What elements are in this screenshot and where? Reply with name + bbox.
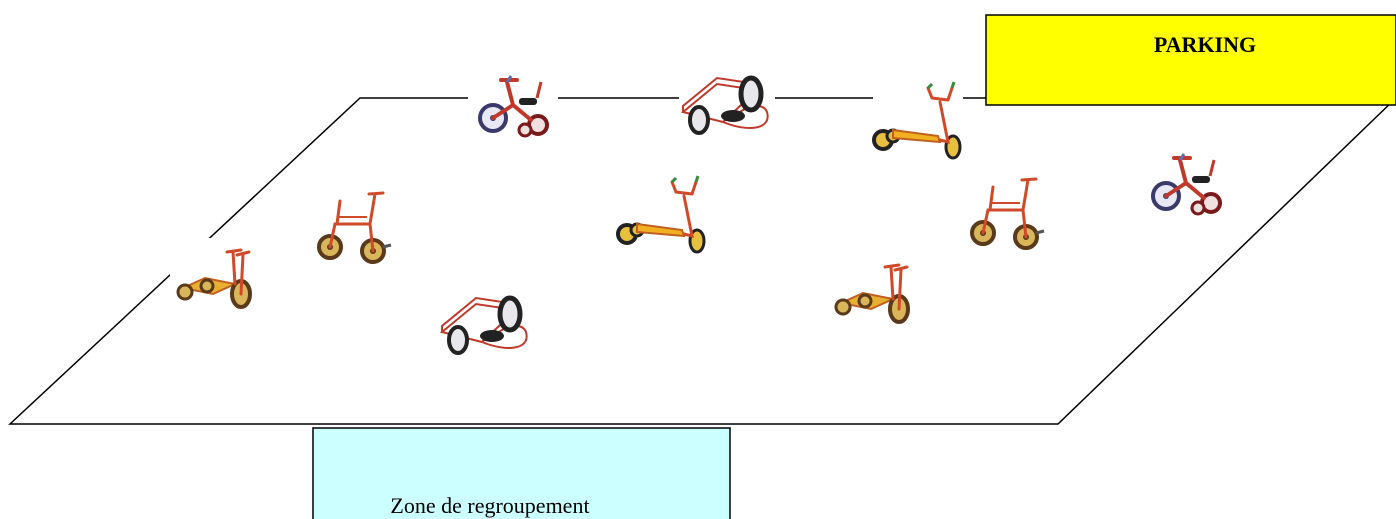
zone-label: Zone de regroupement [390,493,589,518]
tricycle-red-icon [313,185,397,273]
zone-box: Zone de regroupement [312,427,731,519]
tricycle-cargo-icon [168,236,262,324]
parking-label: PARKING [1154,32,1256,57]
parking-box: PARKING [985,14,1396,106]
parking-box-rect [985,14,1396,106]
scooter-icon [615,169,709,263]
tricycle-blue-icon [1139,146,1233,230]
tricycle-cargo-icon [826,251,920,339]
scooter-icon [871,75,965,169]
zone-box-rect [312,427,731,519]
trailer-icon [679,67,775,137]
tricycle-red-icon [966,171,1050,259]
trailer-icon [438,287,534,357]
tricycle-blue-icon [466,68,560,152]
